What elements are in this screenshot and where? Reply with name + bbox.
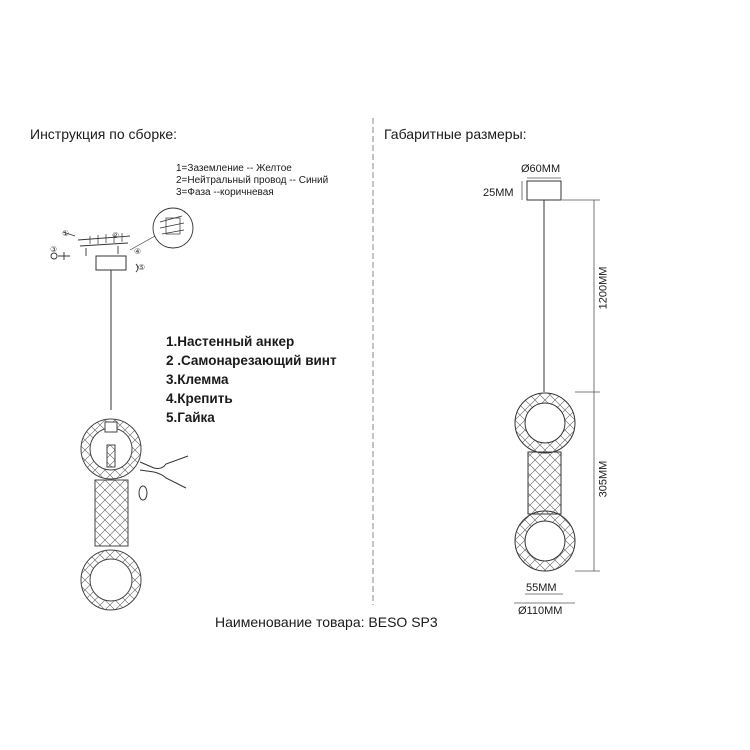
assembly-canopy [95,255,127,271]
dimension-lines [514,177,600,604]
canopy-diameter-label: Ø60MM [521,163,561,175]
callout-1: ① [62,229,69,238]
dimension-canopy [526,180,562,201]
dimension-drawing [514,180,576,572]
middle-width-label: 55MM [526,582,557,594]
part-nut: 5.Гайка [166,410,215,425]
callout-markers: ① ② ③ ④ ⑤ [50,229,145,272]
dimensions-heading: Габаритные размеры: [384,126,527,142]
product-name: Наименование товара: BESO SP3 [215,614,438,630]
canopy-height-label: 25MM [483,187,514,199]
ring-diameter-label: Ø110MM [518,605,563,617]
callout-3: ③ [50,245,57,254]
wiring-neutral: 2=Нейтральный провод -- Синий [176,175,329,186]
pliers-icon [138,455,189,501]
wiring-phase: 3=Фаза --коричневая [176,187,274,198]
assembly-heading: Инструкция по сборке: [30,126,178,142]
terminal-detail-zoom [129,207,194,251]
part-fasten: 4.Крепить [166,391,233,406]
assembly-lamp-body [80,418,142,611]
parts-list: 1.Настенный анкер 2 .Самонарезающий винт… [166,332,337,427]
part-terminal: 3.Клемма [166,372,229,387]
wiring-legend: 1=Заземление -- Желтое 2=Нейтральный про… [176,163,328,199]
part-wall-anchor: 1.Настенный анкер [166,334,295,349]
callout-2: ② [112,231,119,240]
callout-5: ⑤ [138,263,145,272]
part-self-tapping-screw: 2 .Самонарезающий винт [166,353,337,368]
callout-4: ④ [134,247,141,256]
mounting-hardware [50,231,139,273]
wiring-ground: 1=Заземление -- Желтое [176,163,292,174]
